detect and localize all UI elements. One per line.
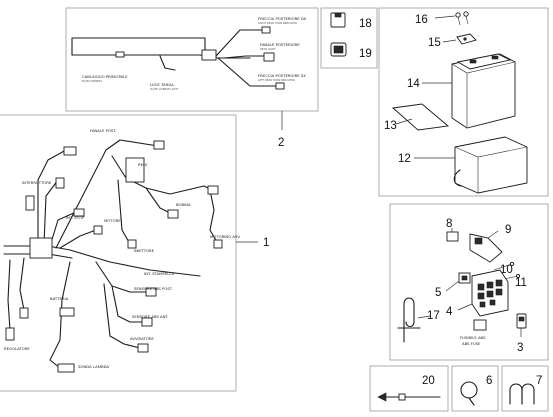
label-front-abs-sensor: SENSORE ABS ANT.	[132, 314, 169, 319]
callout-9: 9	[505, 224, 511, 236]
label-rear-abs-sensor: SENSORE ABS POST.	[134, 286, 173, 291]
panel-clamp-7: 7	[501, 365, 549, 412]
battery-pad	[391, 103, 450, 131]
battery-screws	[455, 11, 469, 26]
label-taillight-en: REAR LIGHT	[260, 47, 276, 51]
callout-3: 3	[517, 342, 523, 354]
label-fuse-abs-en: ABS FUSE	[462, 341, 481, 346]
callout-5: 5	[435, 287, 441, 299]
callout-14: 14	[407, 78, 420, 90]
callout-12: 12	[398, 153, 411, 165]
battery-terminals	[456, 33, 477, 45]
battery	[451, 53, 516, 129]
hose-clip	[460, 381, 478, 406]
fuse-screws	[493, 261, 521, 281]
label-front-light: FANALE POST.	[90, 128, 116, 133]
fuse-box-body	[471, 269, 509, 317]
abs-fuse	[473, 313, 527, 331]
panel-clip-6: 6	[451, 365, 499, 412]
label-taillight: FANALE POSTERIORE	[260, 42, 300, 47]
connector-18	[330, 12, 346, 28]
panel-fuse-box: 8 9 10 11 5 4	[389, 203, 549, 361]
callout-6: 6	[486, 375, 492, 387]
harness-connectors	[5, 140, 223, 373]
label-engine: MOTORE	[104, 218, 121, 223]
panel-connectors: 18 19	[320, 7, 378, 69]
callout-18: 18	[359, 18, 372, 30]
label-right-indicator: FRECCIA POSTERIORE DX	[258, 16, 307, 21]
callout-16: 16	[415, 14, 428, 26]
label-relay: RELE	[138, 162, 148, 167]
callout-2: 2	[278, 137, 284, 149]
callout-8: 8	[446, 218, 452, 230]
callout-20: 20	[422, 375, 435, 387]
label-main-harness: CABLAGGIO PRINCIPALE	[82, 74, 128, 79]
callout-10: 10	[500, 264, 513, 276]
callout-1: 1	[263, 237, 269, 249]
panel-rear-harness: CABLAGGIO PRINCIPALE MAIN HARNESS LUCE T…	[65, 7, 319, 149]
connector-19	[330, 42, 347, 57]
label-fuse-abs: FUSIBILE ABS	[460, 335, 486, 340]
label-plate-light: LUCE TARGA	[150, 82, 174, 87]
label-voltage-regulator: REGOLATORE	[4, 346, 30, 351]
label-lambda: SONDA LAMBDA	[78, 364, 109, 369]
callout-7: 7	[536, 375, 542, 387]
battery-box	[453, 136, 528, 194]
panel-cable-tie: 20	[369, 365, 449, 412]
callout-4: 4	[446, 306, 453, 318]
label-stand: INT. STAMPELLA	[144, 271, 175, 276]
callout-17: 17	[427, 310, 440, 322]
label-battery: BATTERIA	[50, 296, 69, 301]
label-injector: INIETTORE	[134, 248, 155, 253]
double-clamp	[509, 383, 535, 405]
panel-battery: 16 15 14 13 12	[378, 7, 549, 197]
label-plate-light-en: PLATE LICENSE LIGHT	[150, 87, 179, 91]
label-ignition: INTERRUTTORE	[22, 180, 52, 185]
label-right-indicator-en: RIGHT REAR TURN INDICATOR	[258, 21, 297, 25]
label-left-indicator-en: LEFT REAR TURN INDICATOR	[258, 78, 295, 82]
label-main-harness-en: MAIN HARNESS	[82, 79, 102, 83]
callout-15: 15	[428, 37, 441, 49]
relay-bracket	[446, 231, 503, 263]
callout-19: 19	[359, 48, 372, 60]
panel-main-harness: FANALE POST. INTERRUTTORE INT. STOP MOTO…	[0, 114, 269, 392]
callout-11: 11	[515, 277, 527, 289]
label-horn: AVVISATORE	[130, 336, 154, 341]
label-left-indicator: FRECCIA POSTERIORE SX	[258, 73, 306, 78]
callout-13: 13	[384, 120, 397, 132]
cable-tie	[377, 392, 441, 402]
cable-clip	[397, 297, 421, 343]
fuse-holder	[458, 272, 471, 284]
label-coil: BOBINA	[176, 202, 191, 207]
label-stop: INT. STOP	[66, 215, 85, 220]
label-starter: MOTORINO AVV.	[210, 234, 241, 239]
